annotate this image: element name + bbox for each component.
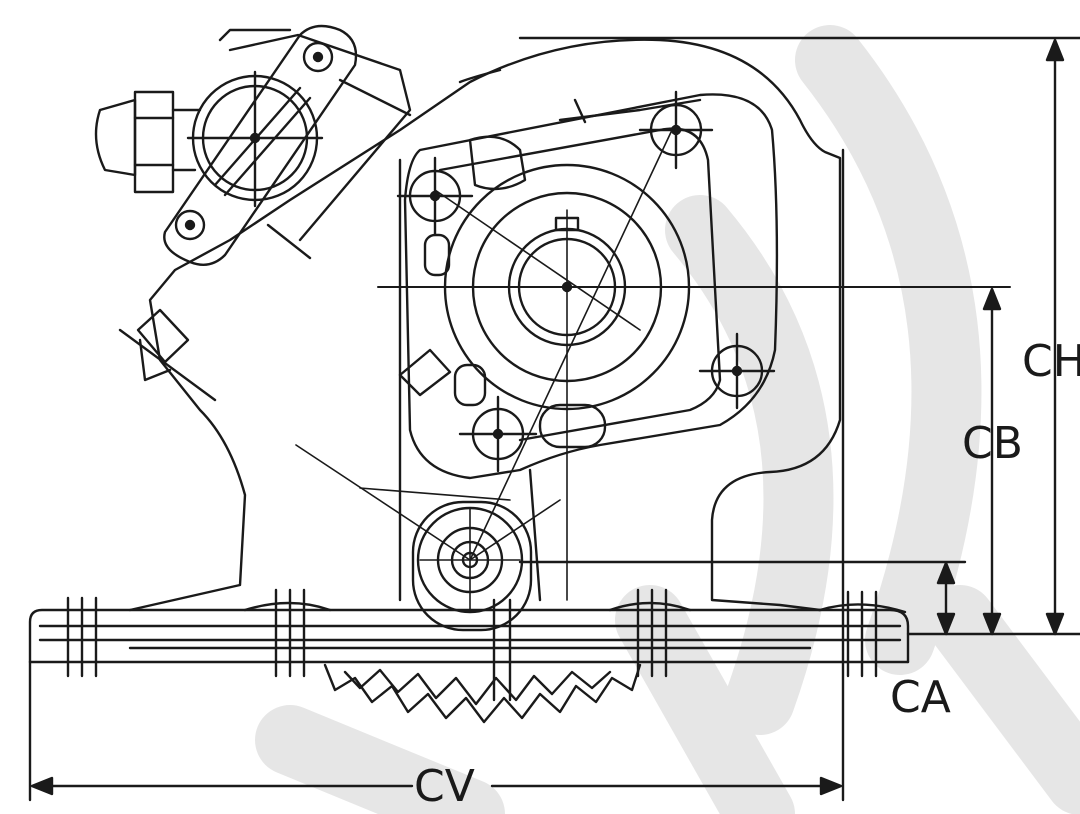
label-cv: CV	[414, 761, 475, 812]
hex-fitting	[94, 90, 202, 194]
dimension-ca	[518, 560, 1080, 636]
dimension-cb	[982, 287, 1002, 636]
bolt-hole	[458, 395, 538, 473]
label-ca: CA	[890, 672, 951, 723]
bolt-hole	[698, 332, 776, 410]
drive-gear	[323, 663, 642, 724]
dimension-ch	[518, 36, 1080, 636]
watermark	[255, 25, 1080, 814]
gear-hub	[411, 500, 533, 632]
bolt-hole	[396, 156, 474, 236]
base-plate	[28, 608, 910, 664]
housing-outline	[128, 38, 842, 612]
inner-flange	[403, 93, 779, 480]
label-ch: CH	[1022, 336, 1080, 387]
pump-body	[28, 24, 1080, 802]
mounting-bolt	[66, 596, 98, 678]
dimension-cv	[28, 148, 845, 802]
label-cb: CB	[962, 418, 1023, 469]
bolt-hole	[638, 90, 714, 170]
port-flange	[163, 24, 358, 266]
